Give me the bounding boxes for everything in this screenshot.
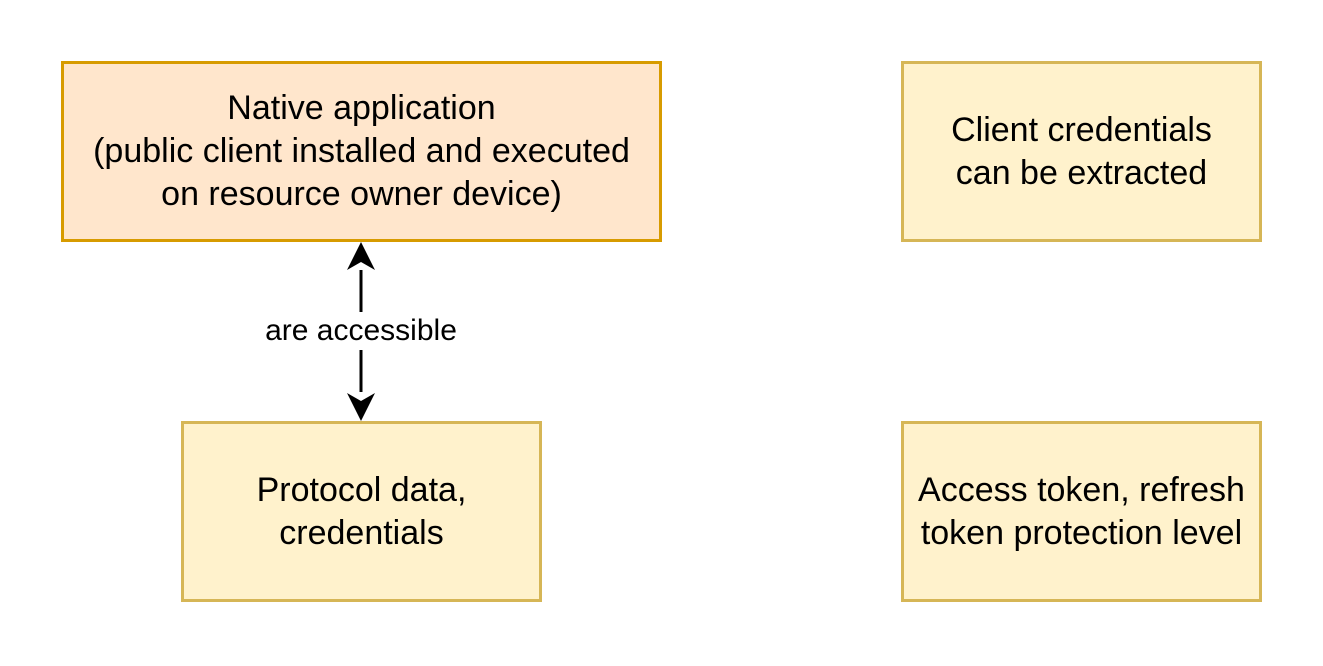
access-token-node[interactable]: Access token, refresh token protection l… <box>901 421 1262 602</box>
client-credentials-node[interactable]: Client credentials can be extracted <box>901 61 1262 242</box>
protocol-data-label: Protocol data, credentials <box>256 470 467 552</box>
client-credentials-label: Client credentials can be extracted <box>951 110 1212 192</box>
arrowhead-up-icon <box>347 242 375 270</box>
native-application-label: Native application (public client instal… <box>93 89 630 213</box>
arrowhead-down-icon <box>347 393 375 421</box>
access-token-label: Access token, refresh token protection l… <box>918 470 1245 552</box>
edge-label-are-accessible: are accessible <box>231 312 491 350</box>
native-application-node[interactable]: Native application (public client instal… <box>61 61 662 242</box>
protocol-data-node[interactable]: Protocol data, credentials <box>181 421 542 602</box>
